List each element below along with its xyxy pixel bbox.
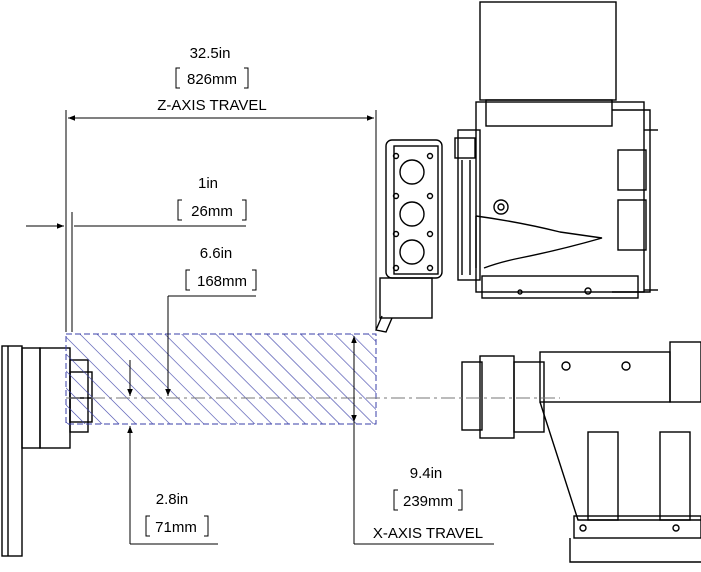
offset-6-6-inch: 6.6in [200,245,233,262]
z-travel-title: Z-AXIS TRAVEL [157,97,266,114]
offset-6-6-mm: 168mm [197,273,247,290]
sub-spindle-assembly [461,341,701,563]
z-travel-inch: 32.5in [190,45,231,62]
offset-2-8-inch: 2.8in [156,491,189,508]
x-travel-inch: 9.4in [410,465,443,482]
offset-2-8-mm: 71mm [155,519,197,536]
z-travel-label: 32.5in 826mm Z-AXIS TRAVEL [157,45,266,114]
x-travel-label: 9.4in 239mm X-AXIS TRAVEL [373,465,483,542]
offset-1in-inch: 1in [198,175,218,192]
z-travel-mm: 826mm [187,71,237,88]
offset-6-6-label: 6.6in 168mm [185,245,257,291]
offset-2-8-label: 2.8in 71mm [145,491,209,537]
x-travel-title: X-AXIS TRAVEL [373,525,483,542]
travel-envelope-hatch [65,333,377,425]
offset-1in-label: 1in 26mm [177,175,247,221]
tool-turret-assembly [375,1,658,333]
offset-1in-mm: 26mm [191,203,233,220]
x-travel-mm: 239mm [403,493,453,510]
